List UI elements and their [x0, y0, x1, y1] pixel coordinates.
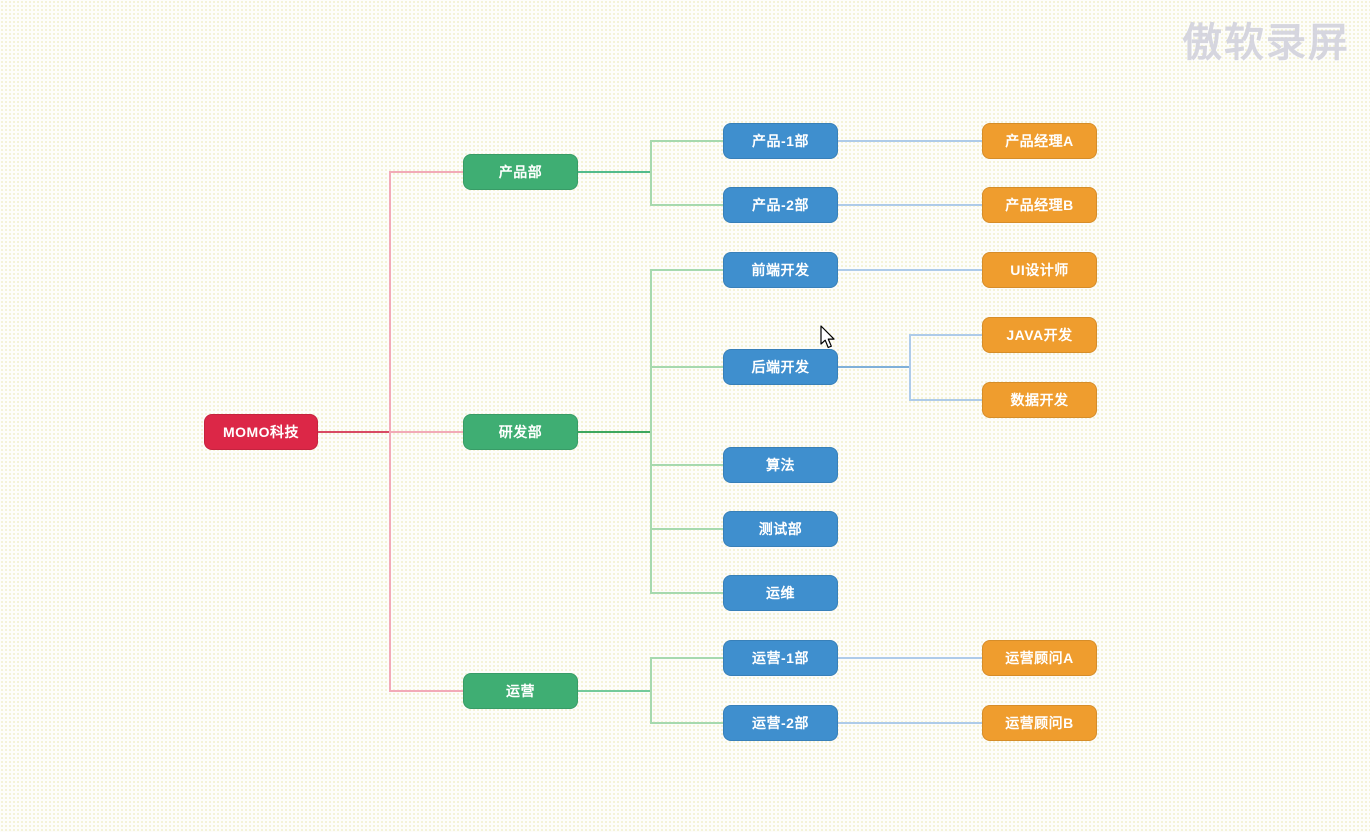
- node-dept-product[interactable]: 产品部: [463, 154, 578, 190]
- connector-branch-operations-2: [650, 722, 723, 724]
- connector-operations-trunk: [650, 657, 652, 724]
- node-team-product-1[interactable]: 产品-1部: [723, 123, 838, 159]
- connector-branch-rnd: [390, 431, 463, 433]
- connector-product-trunk: [650, 140, 652, 206]
- connector-branch-product: [389, 171, 463, 173]
- node-team-operations-2[interactable]: 运营-2部: [723, 705, 838, 741]
- node-root-momo-tech[interactable]: MOMO科技: [204, 414, 318, 450]
- connector-branch-product-2: [650, 204, 723, 206]
- node-team-maintenance[interactable]: 运维: [723, 575, 838, 611]
- connector-frontend-role: [838, 269, 982, 271]
- connector-backend-horizontal: [838, 366, 910, 368]
- connector-branch-algorithm: [650, 464, 723, 466]
- connector-branch-frontend: [650, 269, 723, 271]
- connector-backend-trunk: [909, 334, 911, 401]
- node-role-operations-consultant-a[interactable]: 运营顾问A: [982, 640, 1097, 676]
- node-role-product-manager-a[interactable]: 产品经理A: [982, 123, 1097, 159]
- connector-branch-operations: [389, 690, 463, 692]
- connector-branch-data: [909, 399, 982, 401]
- connector-operations1-role: [838, 657, 982, 659]
- connector-branch-product-1: [650, 140, 723, 142]
- node-team-operations-1[interactable]: 运营-1部: [723, 640, 838, 676]
- node-team-algorithm[interactable]: 算法: [723, 447, 838, 483]
- node-dept-operations[interactable]: 运营: [463, 673, 578, 709]
- connector-rnd-horizontal: [578, 431, 651, 433]
- node-team-testing[interactable]: 测试部: [723, 511, 838, 547]
- node-team-frontend[interactable]: 前端开发: [723, 252, 838, 288]
- node-dept-rnd[interactable]: 研发部: [463, 414, 578, 450]
- connector-rnd-trunk: [650, 269, 652, 594]
- connector-branch-backend: [650, 366, 723, 368]
- connector-branch-maintenance: [650, 592, 723, 594]
- connector-branch-testing: [650, 528, 723, 530]
- connector-branch-operations-1: [650, 657, 723, 659]
- connector-operations2-role: [838, 722, 982, 724]
- node-team-backend[interactable]: 后端开发: [723, 349, 838, 385]
- node-team-product-2[interactable]: 产品-2部: [723, 187, 838, 223]
- connector-product-horizontal: [578, 171, 651, 173]
- node-role-product-manager-b[interactable]: 产品经理B: [982, 187, 1097, 223]
- connector-product1-role: [838, 140, 982, 142]
- node-role-operations-consultant-b[interactable]: 运营顾问B: [982, 705, 1097, 741]
- connector-root-horizontal: [318, 431, 392, 433]
- node-role-ui-designer[interactable]: UI设计师: [982, 252, 1097, 288]
- connector-branch-java: [909, 334, 982, 336]
- connector-operations-horizontal: [578, 690, 651, 692]
- node-role-data-dev[interactable]: 数据开发: [982, 382, 1097, 418]
- node-role-java-dev[interactable]: JAVA开发: [982, 317, 1097, 353]
- screen-recorder-watermark: 傲软录屏: [1182, 21, 1350, 65]
- connector-product2-role: [838, 204, 982, 206]
- connector-root-trunk: [389, 171, 391, 692]
- mouse-cursor: [820, 325, 835, 349]
